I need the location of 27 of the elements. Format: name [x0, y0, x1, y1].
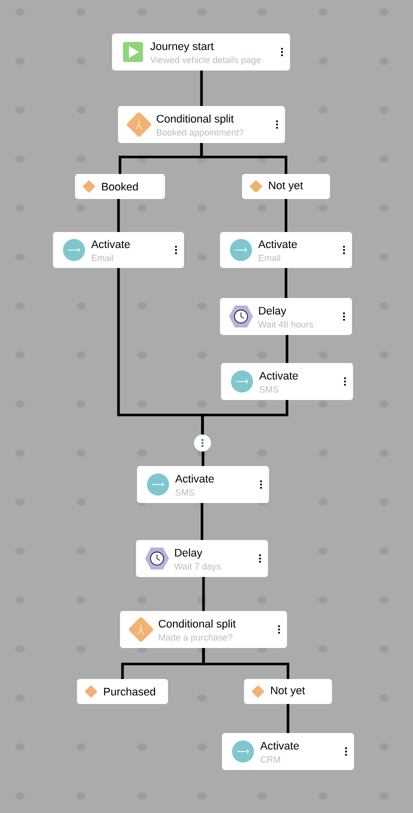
connector-line: [202, 646, 290, 680]
connector-line: [200, 69, 203, 108]
connector-line: [284, 198, 288, 234]
circle-button: [194, 434, 211, 452]
step-card: Activate Email: [53, 232, 184, 268]
step-card: Conditional split Made a purchase?: [120, 611, 287, 648]
branch-label: Not yet: [244, 679, 332, 704]
branch-label: Booked: [75, 174, 165, 199]
connector-line: [286, 702, 290, 734]
step-card: Activate SMS: [221, 363, 353, 400]
step-card: Journey start Viewed vehicle details page: [112, 34, 290, 70]
step-card: Activate CRM: [222, 733, 354, 770]
connector-line: [117, 198, 120, 234]
connector-line: [201, 398, 288, 436]
branch-label: Not yet: [242, 174, 330, 199]
step-card: Activate SMS: [137, 466, 269, 503]
step-card: Delay Wait 7 days: [136, 540, 268, 577]
connector-line: [202, 450, 204, 468]
step-card: Activate Email: [220, 232, 352, 268]
connector-line: [284, 266, 288, 300]
connector-line: [200, 502, 204, 542]
branch-label: Purchased: [77, 679, 168, 704]
connector-line: [200, 142, 288, 176]
step-card: Conditional split Booked appointment?: [118, 106, 285, 143]
step-card: Delay Wait 48 hours: [220, 298, 352, 335]
connector-line: [286, 334, 288, 364]
connector-line: [202, 576, 205, 612]
